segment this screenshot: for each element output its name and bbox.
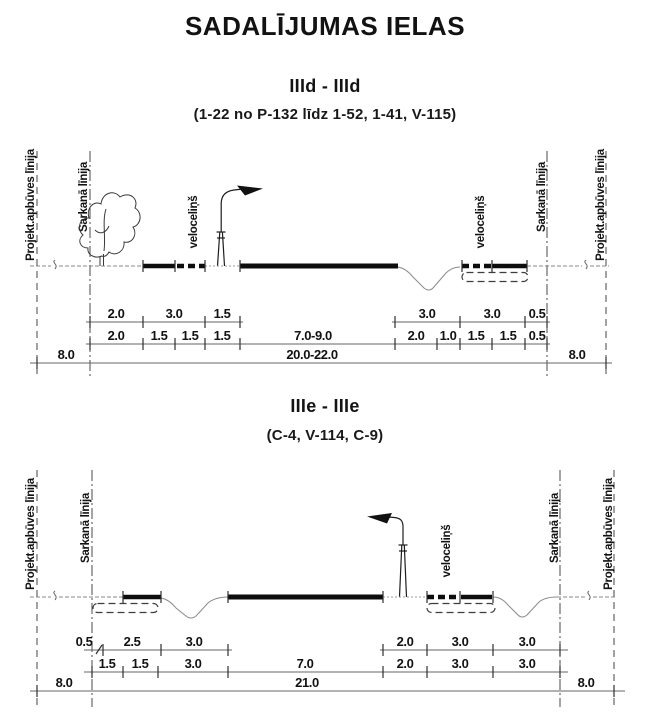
dimension-row-2: 1.5 1.5 3.0 7.0 2.0 3.0 3.0 (84, 656, 568, 678)
dimension-ticks (95, 644, 561, 656)
dim-label: 1.5 (182, 328, 199, 343)
ground-ticks (122, 591, 494, 603)
break-symbol-right (587, 590, 591, 601)
tree-icon (78, 192, 141, 266)
dim-label: 2.0 (108, 328, 125, 343)
boundary-labels: Projekt.apbūves līnija Sarkanā līnija ve… (25, 148, 607, 261)
dim-label-roadway-width: 7.0 (297, 656, 314, 671)
dimension-row-3: 8.0 21.0 8.0 (30, 675, 625, 697)
dim-label: 0.5 (529, 306, 546, 321)
projekt-line-right-label: Projekt.apbūves līnija (595, 148, 607, 261)
dim-label: 1.5 (99, 656, 116, 671)
dim-label: 2.5 (124, 634, 141, 649)
break-symbol-right (584, 259, 588, 270)
dim-label: 3.0 (452, 634, 469, 649)
dim-label: 1.5 (468, 328, 485, 343)
section-2-subheading: (C-4, V-114, C-9) (266, 427, 384, 444)
planned-bike-path-outline (92, 602, 159, 614)
dim-label: 0.5 (529, 328, 546, 343)
dim-label: 2.0 (397, 656, 414, 671)
lamp-head (237, 185, 263, 196)
street-lamp-icon (367, 513, 408, 598)
bike-path-left-label: veloceliņš (188, 196, 200, 249)
street-lamp-icon (216, 185, 263, 267)
dimension-row-3: 8.0 20.0-22.0 8.0 (30, 347, 612, 369)
bike-path-right-label: veloceliņš (475, 196, 487, 249)
drawing-title: SADALĪJUMAS IELAS (184, 11, 466, 41)
planned-bike-path-outline (426, 602, 496, 614)
section-1-heading: IIId - IIId (289, 76, 361, 96)
dim-label: 3.0 (519, 634, 536, 649)
dimension-ticks (36, 357, 607, 369)
dim-label: 3.0 (484, 306, 501, 321)
dim-label: 3.0 (419, 306, 436, 321)
ditch-line (492, 596, 558, 618)
cross-section-IIIe-diagram: Projekt.apbūves līnija Sarkanā līnija ve… (25, 470, 625, 707)
sarkana-line-right-label: Sarkanā līnija (549, 492, 561, 563)
dim-label: 3.0 (519, 656, 536, 671)
dimension-ticks (89, 338, 548, 350)
sarkana-line-left-label: Sarkanā līnija (78, 161, 90, 232)
dim-label: 3.0 (185, 656, 202, 671)
dim-label: 3.0 (452, 656, 469, 671)
boundary-labels: Projekt.apbūves līnija Sarkanā līnija ve… (25, 477, 615, 590)
projekt-line-right-label: Projekt.apbūves līnija (603, 477, 615, 590)
dimension-row-1: 0.5 2.5 3.0 2.0 3.0 3.0 (76, 634, 568, 656)
section-1-subheading: (1-22 no P-132 līdz 1-52, 1-41, V-115) (193, 106, 457, 123)
dim-label-total-width: 21.0 (295, 675, 319, 690)
dim-label-setback-left: 8.0 (58, 347, 75, 362)
ground-line (30, 590, 617, 619)
sarkana-line-right-label: Sarkanā līnija (536, 161, 548, 232)
dim-label: 1.5 (214, 328, 231, 343)
section-2-heading: IIIe - IIIe (290, 396, 360, 416)
ditch-line (397, 266, 461, 291)
dim-label-setback-right: 8.0 (569, 347, 586, 362)
dim-label: 1.5 (214, 306, 231, 321)
dim-label: 1.5 (151, 328, 168, 343)
ground-ticks (142, 260, 528, 272)
cross-section-IIId-diagram: Projekt.apbūves līnija Sarkanā līnija ve… (25, 148, 612, 378)
dimension-ticks (89, 316, 548, 328)
dim-label: 2.0 (397, 634, 414, 649)
bike-path-label: veloceliņš (441, 525, 453, 578)
dimension-row-1: 2.0 3.0 1.5 3.0 3.0 0.5 (86, 306, 550, 328)
dimension-ticks (36, 685, 615, 697)
dim-label: 2.0 (408, 328, 425, 343)
dimension-ticks (91, 666, 561, 678)
projekt-line-left-label: Projekt.apbūves līnija (25, 148, 37, 261)
dim-label: 3.0 (166, 306, 183, 321)
dim-label: 3.0 (186, 634, 203, 649)
ditch-line (160, 596, 229, 619)
lamp-head (367, 513, 392, 524)
dim-label: 2.0 (108, 306, 125, 321)
dim-label-total-width: 20.0-22.0 (286, 347, 338, 362)
dim-label-setback-right: 8.0 (578, 675, 595, 690)
dimension-row-2: 2.0 1.5 1.5 1.5 7.0-9.0 2.0 1.0 1.5 1.5 … (86, 328, 550, 350)
dim-label-roadway-width: 7.0-9.0 (294, 328, 332, 343)
dim-label: 1.5 (500, 328, 517, 343)
dim-label: 1.5 (132, 656, 149, 671)
ground-line (30, 259, 609, 291)
projekt-line-left-label: Projekt.apbūves līnija (25, 477, 37, 590)
dim-label: 0.5 (76, 634, 93, 649)
planned-bike-path-outline (461, 271, 529, 283)
dim-label-setback-left: 8.0 (56, 675, 73, 690)
dim-label: 1.0 (440, 328, 457, 343)
break-symbol-left (53, 259, 57, 270)
sarkana-line-left-label: Sarkanā līnija (80, 492, 92, 563)
break-symbol-left (53, 590, 57, 601)
boundary-lines (36, 151, 607, 378)
